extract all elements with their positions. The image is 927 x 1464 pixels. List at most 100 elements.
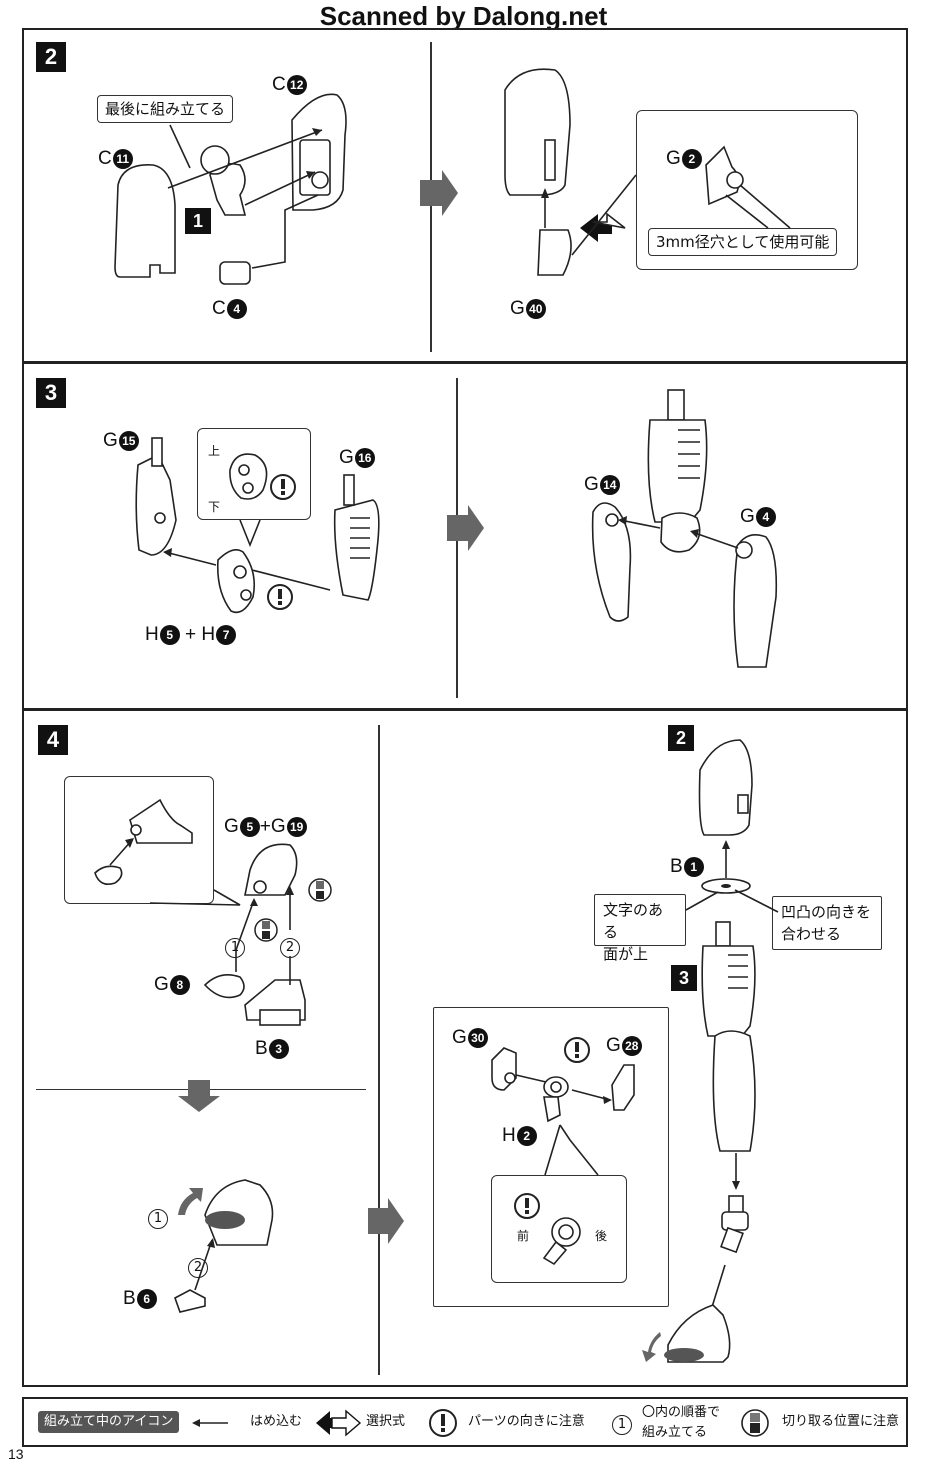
part-number: 19 — [286, 817, 307, 837]
label-prefix: G — [154, 974, 169, 995]
legend-order-1: 〇内の順番で — [642, 1405, 721, 1420]
step3-left-illustration — [135, 437, 484, 614]
step3-right-illustration — [591, 389, 778, 668]
label-prefix: G — [584, 474, 599, 495]
callout-back: 後 — [595, 1229, 608, 1243]
orientation-warning-icon — [429, 1409, 457, 1437]
cut-position-icon — [254, 918, 278, 942]
plus-sign: + — [185, 624, 197, 645]
note-line: 凹凸の向きを — [781, 903, 872, 921]
orientation-icon — [270, 474, 296, 500]
label-prefix: B — [670, 856, 683, 877]
label-prefix: H — [502, 1125, 516, 1146]
note-line: 文字のある — [603, 901, 664, 941]
ref-step-3: 3 — [671, 965, 697, 991]
step4-right-illustration — [491, 739, 779, 1363]
order-marker-1: 1 — [225, 936, 245, 958]
note-last-assemble: 最後に組み立てる — [97, 95, 234, 123]
note-line: 面が上 — [603, 945, 649, 963]
step2-right-illustration — [504, 68, 791, 276]
press-in-arrow-icon — [192, 1419, 228, 1427]
part-number: 2 — [516, 1126, 537, 1146]
step2-big-arrow — [420, 170, 458, 216]
cut-position-icon — [741, 1409, 769, 1437]
label-prefix: C — [98, 148, 112, 169]
order-number: 2 — [188, 1258, 208, 1278]
part-number: 40 — [525, 299, 546, 319]
legend-orientation: パーツの向きに注意 — [468, 1414, 585, 1429]
note-3mm-hole: 3mm径穴として使用可能 — [648, 228, 838, 256]
order-marker-2b: 2 — [188, 1256, 208, 1278]
callout-down: 下 — [208, 500, 221, 514]
legend-cut-position: 切り取る位置に注意 — [782, 1414, 900, 1429]
note-line: 合わせる — [781, 925, 842, 943]
part-number: 14 — [599, 475, 620, 495]
part-number: 16 — [354, 448, 375, 468]
orientation-icon — [564, 1037, 590, 1063]
icon-legend: 組み立て中のアイコン はめ込む 選択式 パーツの向きに注意 1 〇内の順番で 組… — [22, 1397, 908, 1447]
orientation-icon — [514, 1193, 540, 1219]
label-prefix: G — [103, 430, 118, 451]
order-number: 1 — [612, 1415, 632, 1435]
label-prefix: B — [123, 1288, 136, 1309]
legend-title: 組み立て中のアイコン — [38, 1411, 180, 1433]
part-number: 4 — [755, 507, 776, 527]
part-number: 6 — [136, 1289, 157, 1309]
ref-step-2: 2 — [668, 725, 694, 751]
order-circle-icon: 1 — [612, 1413, 632, 1435]
part-number: 12 — [286, 75, 307, 95]
orientation-icon — [267, 584, 293, 610]
choice-arrow-icon — [316, 1409, 362, 1437]
callout-up: 上 — [208, 444, 221, 458]
part-number: 30 — [467, 1028, 488, 1048]
part-number: 4 — [226, 299, 247, 319]
label-prefix: G — [510, 298, 525, 319]
cut-position-icon — [308, 878, 332, 902]
part-number: 5 — [239, 817, 260, 837]
divider-vertical — [378, 725, 380, 1375]
legend-choice: 選択式 — [366, 1414, 406, 1429]
part-number: 15 — [118, 431, 139, 451]
step-number: 4 — [38, 725, 68, 755]
part-number: 7 — [216, 625, 237, 645]
part-number: 1 — [683, 857, 704, 877]
sub-step-number: 1 — [185, 208, 211, 234]
step-number: 2 — [36, 42, 66, 72]
order-number: 1 — [148, 1209, 168, 1229]
order-marker-1b: 1 — [148, 1207, 168, 1229]
note-text-face-up: 文字のある 面が上 — [594, 894, 686, 963]
note-align: 凹凸の向きを 合わせる — [772, 896, 882, 950]
label-prefix: G — [270, 816, 286, 837]
label-prefix: C — [212, 298, 226, 319]
watermark: Scanned by Dalong.net — [319, 1, 608, 31]
part-number: 11 — [112, 149, 133, 169]
label-prefix: C — [272, 74, 286, 95]
label-prefix: G — [606, 1035, 621, 1056]
part-number: 3 — [268, 1039, 289, 1059]
page-number: 13 — [8, 1446, 24, 1462]
label-prefix: G — [339, 447, 354, 468]
part-number: 8 — [169, 975, 190, 995]
step-number: 3 — [36, 378, 66, 408]
legend-press-in: はめ込む — [250, 1414, 303, 1429]
label-prefix: H — [145, 624, 159, 645]
step4-left-illustration — [94, 798, 404, 1313]
step2-left-illustration — [114, 93, 347, 285]
